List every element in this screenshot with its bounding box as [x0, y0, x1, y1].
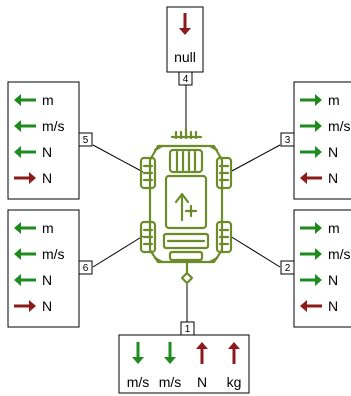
signal-unit-label: N — [328, 298, 338, 314]
port-6-number[interactable]: 6 — [78, 260, 93, 275]
port-3-box[interactable]: m m/sNN — [293, 81, 351, 200]
signal-unit-label: N — [328, 170, 338, 186]
input-arrow-icon — [300, 120, 322, 132]
signal-unit-label: m/s — [127, 374, 150, 390]
input-arrow-icon — [14, 146, 36, 158]
port-5-number[interactable]: 5 — [78, 132, 93, 147]
port-1-number-text: 1 — [185, 324, 191, 335]
port-5-box[interactable]: m m/sNN — [7, 81, 80, 200]
signal-unit-label: m/s — [42, 246, 65, 262]
port-box-frame — [166, 6, 204, 73]
port-1-number[interactable]: 1 — [180, 321, 195, 336]
port-3-number-text: 3 — [285, 135, 291, 146]
signal-unit-label: m — [328, 92, 340, 108]
line-port-3 — [229, 144, 281, 173]
input-arrow-icon — [300, 248, 322, 260]
port-4-number-text: 4 — [183, 74, 189, 85]
port-2-number[interactable]: 2 — [280, 260, 295, 275]
output-arrow-icon — [300, 300, 322, 312]
signal-unit-label: m/s — [42, 118, 65, 134]
input-arrow-icon — [300, 94, 322, 106]
port-2-box[interactable]: m m/sNN — [293, 209, 351, 328]
output-arrow-icon — [179, 13, 191, 35]
line-port-6 — [92, 235, 144, 268]
output-arrow-icon — [14, 172, 36, 184]
input-arrow-icon — [14, 222, 36, 234]
input-arrow-icon — [300, 146, 322, 158]
port-6-box[interactable]: m m/sNN — [7, 209, 80, 328]
vehicle-chassis-icon[interactable] — [139, 126, 233, 285]
port-6-number-text: 6 — [83, 263, 89, 274]
signal-unit-label: m — [42, 220, 54, 236]
signal-unit-label: N — [42, 298, 52, 314]
port-4-number[interactable]: 4 — [178, 71, 193, 86]
input-arrow-icon — [164, 342, 176, 364]
line-port-5 — [92, 144, 144, 173]
signal-unit-label: m — [328, 220, 340, 236]
signal-unit-label: N — [42, 170, 52, 186]
signal-unit-label: N — [328, 144, 338, 160]
output-arrow-icon — [196, 342, 208, 364]
signal-unit-label: m/s — [328, 118, 351, 134]
output-arrow-icon — [228, 342, 240, 364]
input-arrow-icon — [14, 94, 36, 106]
signal-unit-label: N — [328, 272, 338, 288]
signal-unit-label: m/s — [328, 246, 351, 262]
input-arrow-icon — [132, 342, 144, 364]
input-arrow-icon — [300, 274, 322, 286]
signal-unit-label: kg — [227, 374, 242, 390]
input-arrow-icon — [14, 248, 36, 260]
port-box-frame — [118, 334, 250, 394]
output-arrow-icon — [300, 172, 322, 184]
input-arrow-icon — [300, 222, 322, 234]
line-port-2 — [229, 235, 281, 268]
signal-unit-label: null — [174, 49, 196, 65]
signal-unit-label: N — [42, 144, 52, 160]
signal-unit-label: N — [42, 272, 52, 288]
port-2-number-text: 2 — [285, 263, 291, 274]
port-4-box[interactable]: null — [166, 6, 204, 73]
connection-lines — [92, 85, 281, 322]
port-3-number[interactable]: 3 — [280, 132, 295, 147]
port-5-number-text: 5 — [83, 135, 89, 146]
signal-unit-label: m — [42, 92, 54, 108]
signal-unit-label: N — [197, 374, 207, 390]
input-arrow-icon — [14, 274, 36, 286]
output-arrow-icon — [14, 300, 36, 312]
signal-unit-label: m/s — [159, 374, 182, 390]
input-arrow-icon — [14, 120, 36, 132]
